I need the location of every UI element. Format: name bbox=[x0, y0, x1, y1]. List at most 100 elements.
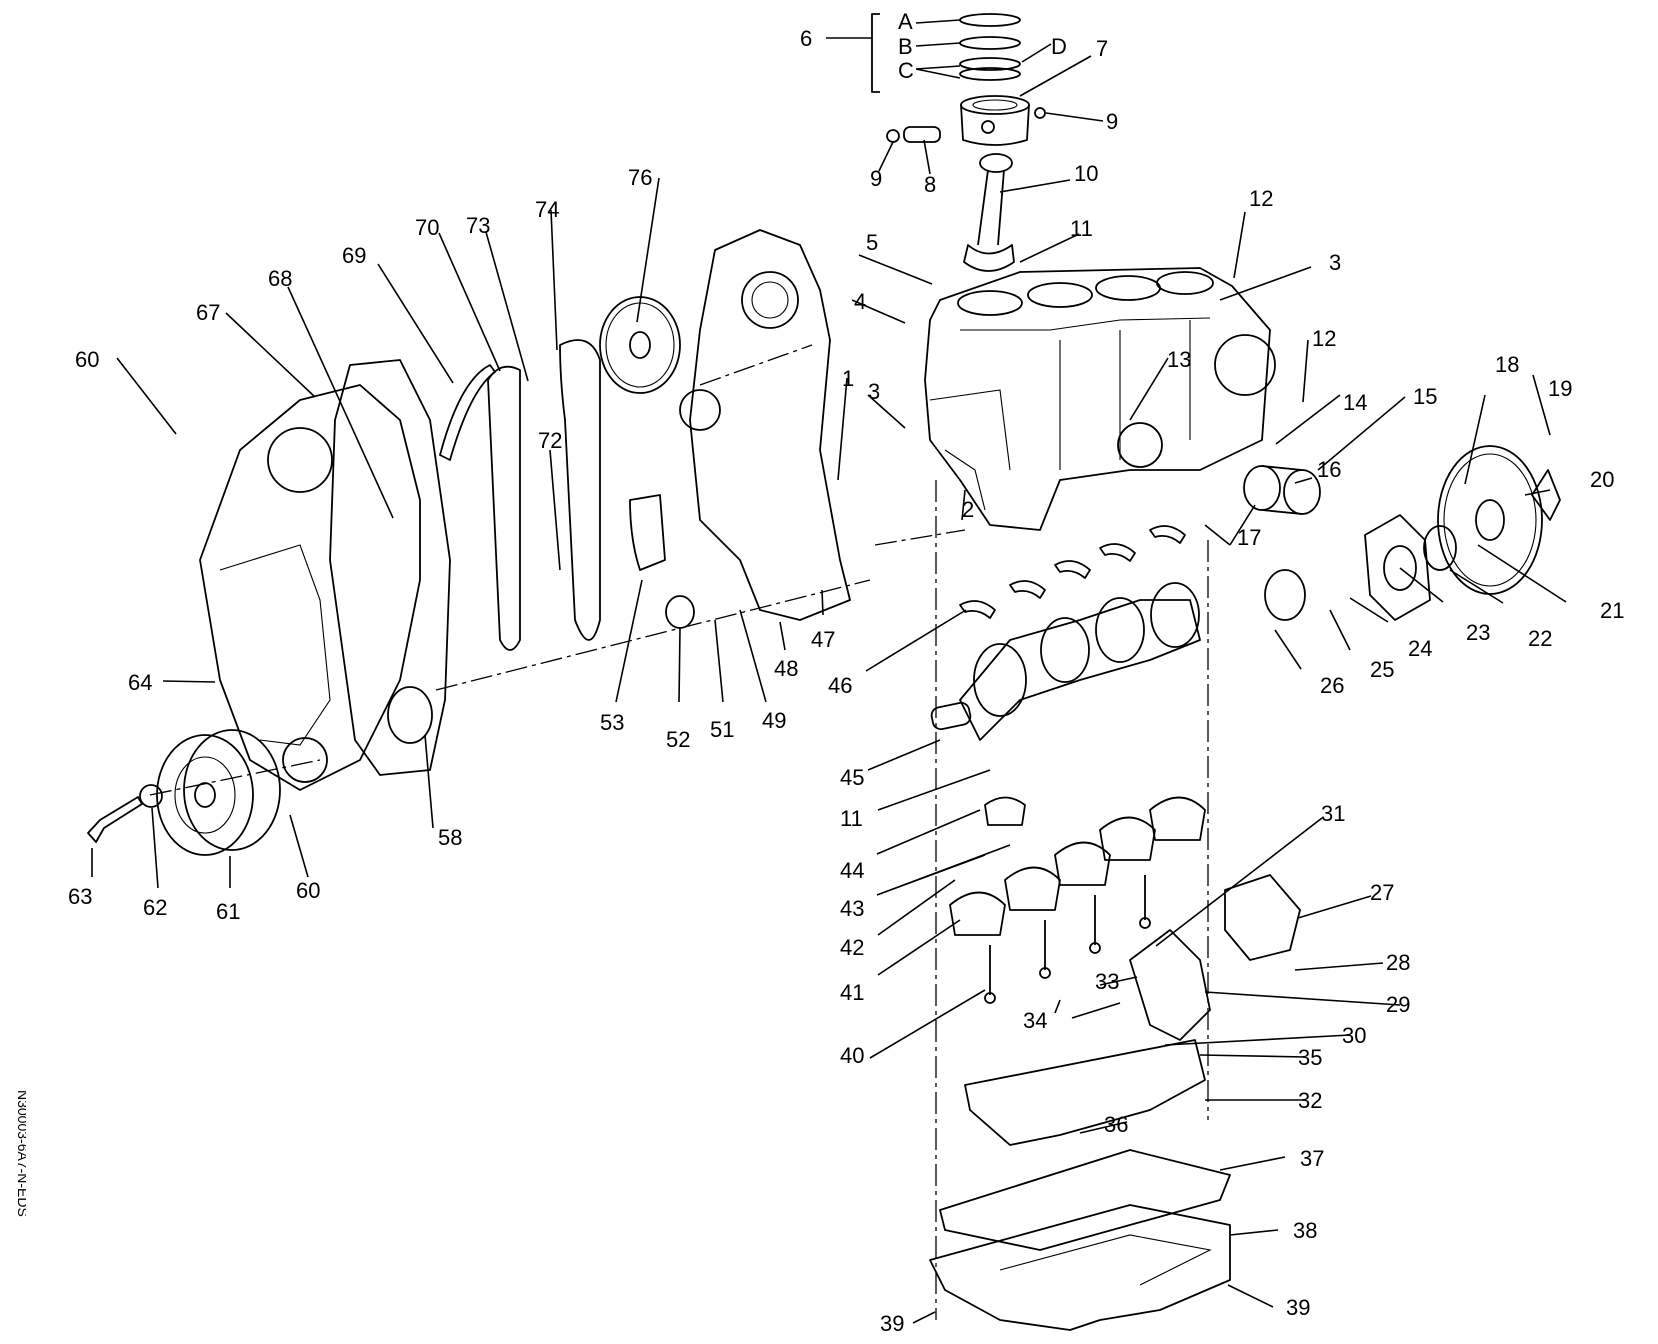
seal-26 bbox=[1264, 569, 1306, 621]
seal-52 bbox=[665, 595, 695, 629]
callout-11-bottom: 11 bbox=[840, 806, 863, 831]
callout-3-right: 3 bbox=[1329, 250, 1341, 275]
oil-pickup bbox=[1129, 929, 1211, 1041]
callout-13: 13 bbox=[1167, 347, 1191, 372]
callout-38: 38 bbox=[1293, 1218, 1317, 1243]
callout-73: 73 bbox=[466, 213, 490, 238]
piston-ring-c-lower bbox=[959, 67, 1021, 81]
callout-30: 30 bbox=[1342, 1023, 1366, 1048]
piston-ring-a bbox=[959, 13, 1021, 27]
callout-61: 61 bbox=[216, 899, 240, 924]
ring-set-bracket bbox=[871, 13, 880, 93]
callout-64: 64 bbox=[128, 670, 152, 695]
callout-C: C bbox=[898, 58, 914, 83]
callout-A: A bbox=[898, 9, 913, 34]
chain-tensioner-69 bbox=[439, 364, 496, 461]
callout-21: 21 bbox=[1600, 598, 1624, 623]
piston-ring-c-upper bbox=[959, 57, 1021, 71]
callout-22: 22 bbox=[1528, 626, 1552, 651]
chain-guide-70 bbox=[487, 365, 521, 651]
callout-62: 62 bbox=[143, 895, 167, 920]
callout-72: 72 bbox=[538, 428, 562, 453]
callout-9-left: 9 bbox=[870, 166, 882, 191]
callout-12-top: 12 bbox=[1249, 186, 1273, 211]
callout-14: 14 bbox=[1343, 390, 1367, 415]
callout-4: 4 bbox=[854, 289, 866, 314]
timing-cover-gasket bbox=[329, 359, 451, 776]
drawing-reference-text: N30003-6A7-N-EDS bbox=[15, 1090, 26, 1217]
callout-D: D bbox=[1051, 34, 1067, 59]
callout-29: 29 bbox=[1386, 992, 1410, 1017]
timing-chain bbox=[559, 339, 601, 641]
piston-ring-b bbox=[959, 36, 1021, 50]
flywheel-plate bbox=[1531, 469, 1561, 521]
callout-28: 28 bbox=[1386, 950, 1410, 975]
callout-44: 44 bbox=[840, 858, 864, 883]
windage-tray bbox=[964, 1039, 1206, 1146]
callout-B: B bbox=[898, 34, 913, 59]
rear-seal-retainer bbox=[1364, 514, 1431, 621]
callout-45: 45 bbox=[840, 765, 864, 790]
callout-7: 7 bbox=[1096, 36, 1108, 61]
callout-6: 6 bbox=[800, 26, 812, 51]
callout-67: 67 bbox=[196, 300, 220, 325]
timing-cover-outer bbox=[199, 384, 421, 791]
callout-11-top: 11 bbox=[1070, 216, 1093, 241]
pin-clip-left bbox=[886, 129, 900, 143]
piston bbox=[960, 95, 1030, 146]
drawing-reference: N30003-6A7-N-EDS bbox=[15, 1090, 26, 1217]
callout-26: 26 bbox=[1320, 673, 1344, 698]
washer-62 bbox=[139, 784, 163, 808]
callout-25: 25 bbox=[1370, 657, 1394, 682]
callout-23: 23 bbox=[1466, 620, 1490, 645]
upper-main-bearings bbox=[959, 525, 1186, 619]
callout-34: 34 bbox=[1023, 1008, 1047, 1033]
main-bearing-caps bbox=[949, 796, 1206, 936]
callout-5: 5 bbox=[866, 230, 878, 255]
callout-37: 37 bbox=[1300, 1146, 1324, 1171]
callout-35: 35 bbox=[1298, 1045, 1322, 1070]
rod-cap bbox=[984, 796, 1026, 826]
oil-pan-gasket bbox=[939, 1149, 1231, 1251]
callout-17: 17 bbox=[1237, 525, 1261, 550]
alignment-lines bbox=[149, 344, 1209, 1320]
callout-39-left: 39 bbox=[880, 1311, 904, 1336]
callout-labels: 6 A B C D 7 9 9 8 10 76 74 73 70 69 68 6… bbox=[68, 9, 1624, 1336]
callout-20: 20 bbox=[1590, 467, 1614, 492]
callout-27: 27 bbox=[1370, 880, 1394, 905]
oil-pan bbox=[929, 1204, 1231, 1331]
callout-2: 2 bbox=[962, 497, 974, 522]
callout-16: 16 bbox=[1317, 457, 1341, 482]
piston-pin bbox=[903, 126, 941, 143]
callout-47: 47 bbox=[811, 627, 835, 652]
callout-39-right: 39 bbox=[1286, 1295, 1310, 1320]
leader-lines bbox=[91, 19, 1567, 1324]
callout-19: 19 bbox=[1548, 376, 1572, 401]
callout-15: 15 bbox=[1413, 384, 1437, 409]
callout-76: 76 bbox=[628, 165, 652, 190]
callout-1: 1 bbox=[842, 366, 854, 391]
callout-69: 69 bbox=[342, 243, 366, 268]
callout-68: 68 bbox=[268, 266, 292, 291]
seal-21 bbox=[1423, 525, 1457, 571]
callout-51: 51 bbox=[710, 717, 734, 742]
callout-24: 24 bbox=[1408, 636, 1432, 661]
callout-70: 70 bbox=[415, 215, 439, 240]
callout-60-top: 60 bbox=[75, 347, 99, 372]
callout-53: 53 bbox=[600, 710, 624, 735]
crankshaft bbox=[930, 582, 1201, 741]
oil-pump bbox=[1224, 874, 1301, 961]
callout-58: 58 bbox=[438, 825, 462, 850]
callout-8: 8 bbox=[924, 172, 936, 197]
callout-60-bottom: 60 bbox=[296, 878, 320, 903]
bolt-63 bbox=[87, 796, 143, 843]
callout-32: 32 bbox=[1298, 1088, 1322, 1113]
crankshaft-pulley bbox=[156, 729, 281, 856]
connecting-rod bbox=[963, 153, 1015, 272]
callout-40: 40 bbox=[840, 1043, 864, 1068]
callout-42: 42 bbox=[840, 935, 864, 960]
callout-33: 33 bbox=[1095, 969, 1119, 994]
oil-filter bbox=[1243, 465, 1321, 515]
timing-cover-inner bbox=[679, 229, 851, 621]
callout-41: 41 bbox=[840, 980, 864, 1005]
